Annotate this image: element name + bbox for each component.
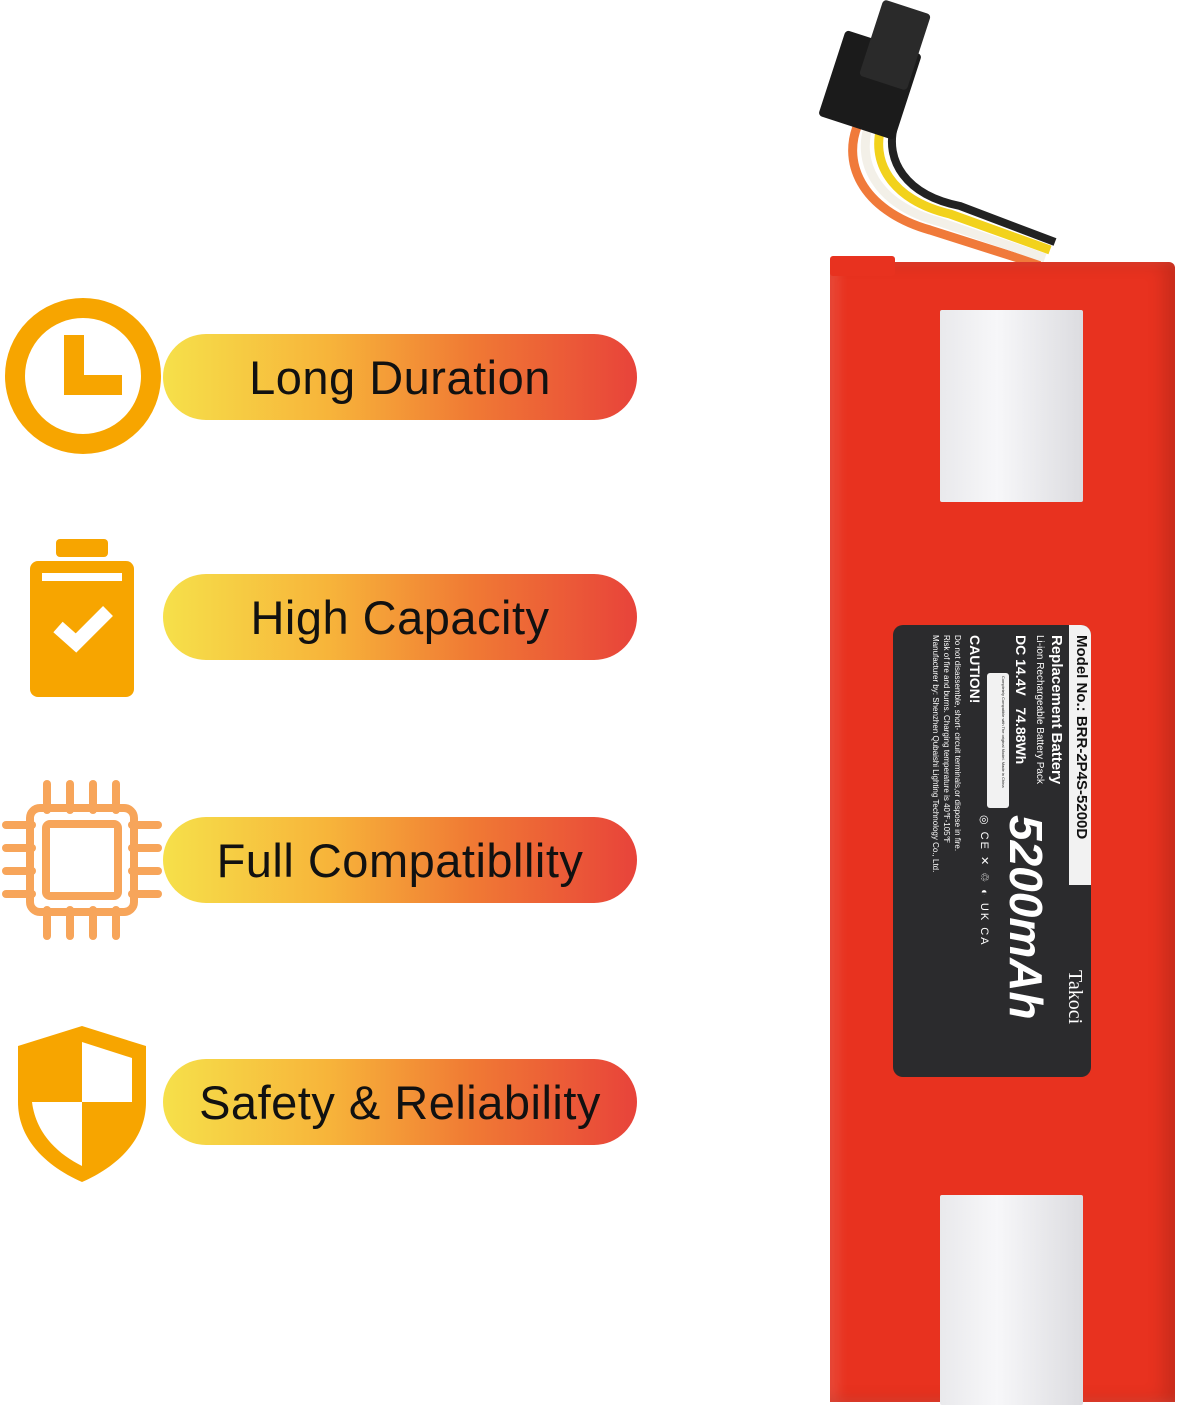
feature-pill: Safety & Reliability [163,1059,637,1145]
connector-plug-icon [819,0,931,140]
battery-check-icon [30,539,134,697]
caution-heading: CAUTION! [967,635,983,704]
clock-icon [5,298,161,454]
feature-label: Long Duration [249,350,551,404]
label-specs: DC 14.4V 74.88Wh [1013,635,1029,765]
compat-badge: Completely Compatible with The original … [987,673,1009,808]
feature-high-capacity: High Capacity [0,537,660,697]
battery-label: Model No.: BRR-2P4S-5200D Replacement Ba… [893,625,1091,1077]
label-title: Replacement Battery [1048,635,1065,785]
feature-label: Full Compatibllity [216,833,584,887]
battery-top-tab [940,310,1083,502]
brand-logo: Takoci [1064,970,1086,1025]
feature-safety: Safety & Reliability [0,1022,660,1182]
battery-bottom-tab [940,1195,1083,1405]
feature-pill: High Capacity [163,574,637,660]
feature-pill: Full Compatibllity [163,817,637,903]
caution-text: Do not disassemble, short- circuit termi… [931,635,962,873]
chip-icon [2,780,162,940]
shield-icon [18,1026,146,1182]
feature-full-compatibility: Full Compatibllity [0,780,660,940]
model-number: Model No.: BRR-2P4S-5200D [1069,625,1091,885]
feature-pill: Long Duration [163,334,637,420]
capacity-text: 5200mAh [1000,815,1052,1020]
cert-marks: ◎ CE ✕ ♲ ◐ UK CA [978,815,990,947]
feature-long-duration: Long Duration [0,297,660,457]
feature-label: High Capacity [250,590,550,644]
feature-label: Safety & Reliability [199,1075,601,1129]
battery-wires [819,0,1057,270]
battery-latch [830,256,895,276]
label-subtitle: Li-ion Rechargeable Battery Pack [1034,635,1045,784]
ukca-mark: UK CA [978,902,990,947]
